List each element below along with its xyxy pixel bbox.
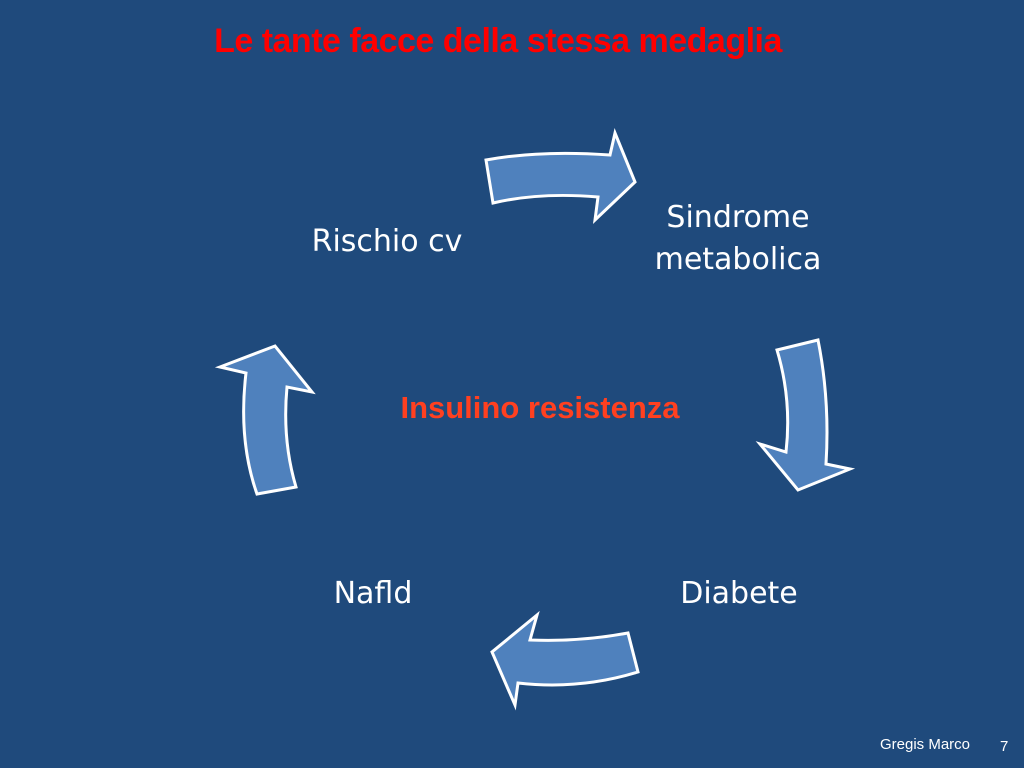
footer-page-number: 7 — [1000, 738, 1009, 755]
node-nafld-label: Nafld — [333, 576, 413, 611]
arrow-right — [755, 338, 856, 492]
node-rischio-cv: Rischio cv — [262, 221, 512, 263]
node-sindrome-line1: Sindrome — [666, 200, 810, 235]
node-diabete: Diabete — [614, 573, 864, 615]
arrow-left — [214, 344, 316, 496]
node-nafld: Nafld — [278, 573, 468, 615]
arrow-top — [484, 128, 637, 225]
slide-title: Le tante facce della stessa medaglia — [214, 22, 782, 60]
node-rischio-cv-label: Rischio cv — [311, 224, 463, 259]
node-diabete-label: Diabete — [680, 576, 798, 611]
arrow-bottom — [490, 610, 640, 711]
footer-author: Gregis Marco — [880, 736, 971, 753]
node-sindrome-line2: metabolica — [654, 242, 822, 277]
center-label: Insulino resistenza — [400, 390, 680, 425]
node-sindrome-metabolica: Sindrome metabolica — [618, 197, 858, 281]
